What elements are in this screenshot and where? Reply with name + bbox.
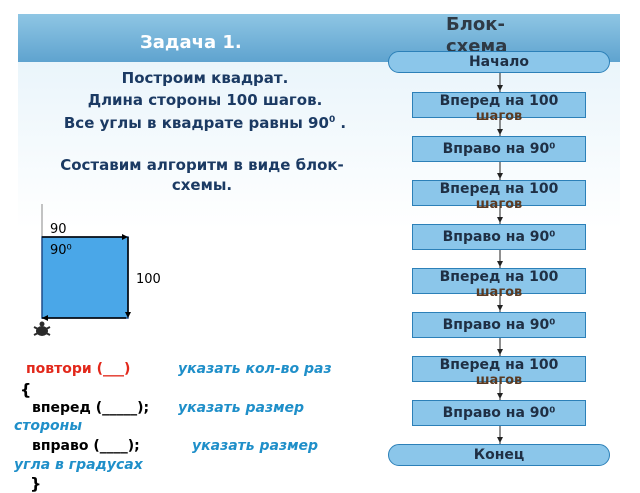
- hint-right: указать размер: [192, 438, 319, 454]
- task-line-3-end: .: [335, 114, 347, 132]
- flow-connectors: [497, 70, 503, 448]
- slide-title: Задача 1.: [140, 32, 242, 53]
- arrowhead: [497, 173, 503, 179]
- arrowhead: [497, 85, 503, 91]
- flow-step-line1: Вперед на 100: [439, 93, 559, 109]
- arrowhead: [497, 393, 503, 399]
- flow-step-line2: шагов: [475, 197, 523, 212]
- hint-forward-2: стороны: [14, 418, 83, 434]
- flow-step-line1: Вперед на 100: [439, 269, 559, 285]
- arrowhead: [497, 129, 503, 135]
- code-forward: вперед (_____);: [32, 400, 150, 416]
- flow-step-line2: шагов: [475, 373, 523, 388]
- flow-step-line2: шагов: [475, 109, 523, 124]
- arrowhead: [497, 349, 503, 355]
- arrowhead: [497, 305, 503, 311]
- right-arrowhead: [125, 312, 131, 318]
- task-line-2: Длина стороны 100 шагов.: [87, 91, 323, 109]
- square-shape: [41, 236, 129, 319]
- flow-step-line1: Вправо на 90⁰: [442, 405, 556, 421]
- code-repeat: повтори (___): [26, 361, 131, 377]
- arrowhead: [497, 261, 503, 267]
- flow-step-line1: Вправо на 90⁰: [442, 141, 556, 157]
- turtle-icon: [33, 321, 51, 336]
- arrowhead: [497, 437, 503, 443]
- flow-step-right: Вправо на 90⁰: [412, 136, 586, 162]
- hint-right-2: угла в градусах: [14, 457, 143, 473]
- code-close-brace: }: [30, 474, 42, 493]
- flow-step-line1: Вправо на 90⁰: [442, 229, 556, 245]
- task-prompt: Составим алгоритм в виде блок-схемы.: [60, 156, 344, 194]
- flow-step-right: Вправо на 90⁰: [412, 312, 586, 338]
- flow-step-right: Вправо на 90⁰: [412, 400, 586, 426]
- flow-step-line1: Вперед на 100: [439, 181, 559, 197]
- label-90: 90: [50, 222, 67, 237]
- hint-repeat: указать кол-во раз: [178, 361, 332, 377]
- arrowhead: [497, 217, 503, 223]
- flow-end: Конец: [388, 444, 610, 466]
- degree-sup: 0: [328, 115, 336, 125]
- hint-forward: указать размер: [178, 400, 305, 416]
- task-line-3-text: Все углы в квадрате равны 90: [63, 114, 329, 132]
- code-open-brace: {: [20, 380, 32, 399]
- square-figure: [33, 204, 131, 336]
- flow-step-line1: Вперед на 100: [439, 357, 559, 373]
- top-arrowhead: [122, 234, 128, 240]
- flow-step-line1: Вправо на 90⁰: [442, 317, 556, 333]
- label-90-degrees: 90⁰: [50, 243, 72, 258]
- label-100: 100: [136, 272, 161, 287]
- code-right: вправо (____);: [32, 438, 140, 454]
- flow-start: Начало: [388, 51, 610, 73]
- task-line-1: Построим квадрат.: [121, 69, 289, 87]
- flow-step-right: Вправо на 90⁰: [412, 224, 586, 250]
- task-line-3: Все углы в квадрате равны 900 .: [20, 110, 390, 133]
- flow-step-line2: шагов: [475, 285, 523, 300]
